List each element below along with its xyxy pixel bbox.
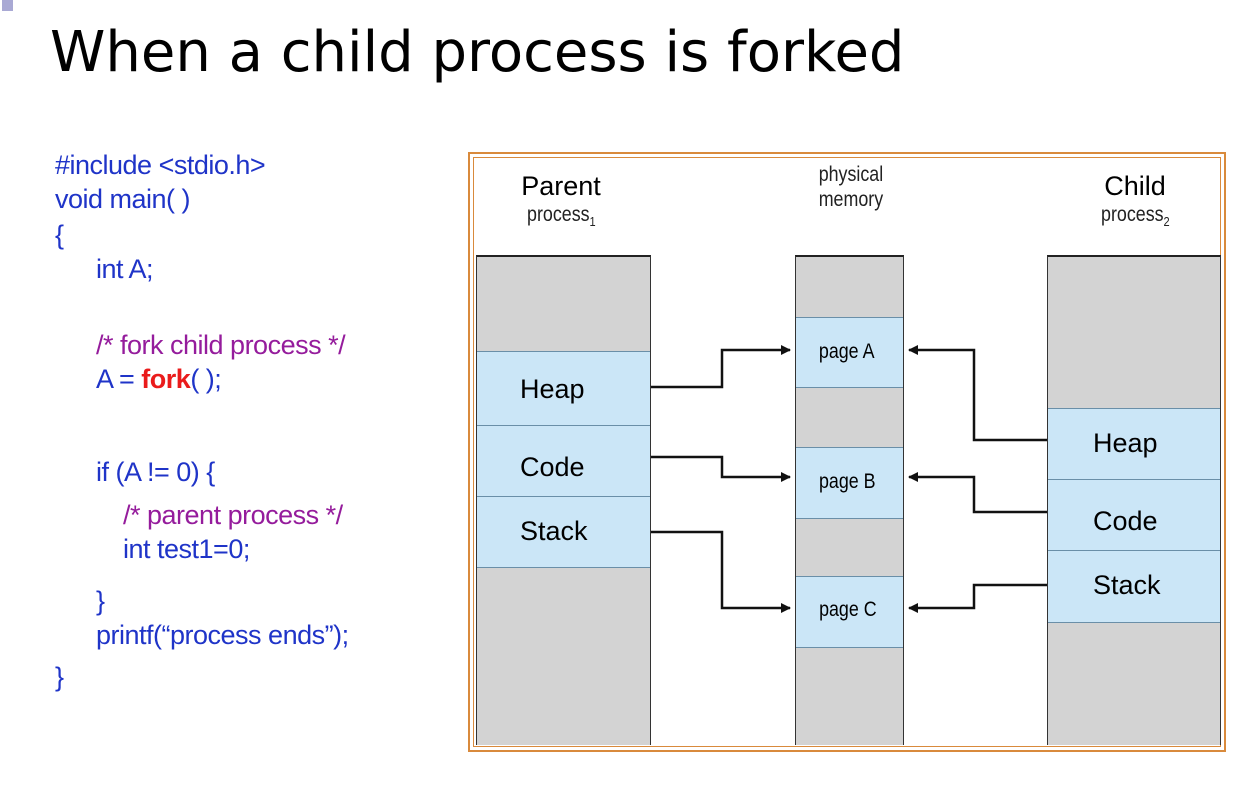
parent-code-label: Code bbox=[520, 452, 585, 482]
parent-stack-segment bbox=[477, 496, 650, 568]
page-a-label: page A bbox=[818, 340, 875, 363]
child-title: Child bbox=[1104, 171, 1166, 201]
code-line-printf: printf(“process ends”); bbox=[96, 620, 349, 650]
page-c-frame bbox=[796, 576, 903, 648]
child-code-label: Code bbox=[1093, 506, 1158, 536]
slide-bullet bbox=[2, 0, 13, 11]
code-line-include: #include <stdio.h> bbox=[55, 150, 266, 180]
code-line-test1: int test1=0; bbox=[123, 534, 250, 564]
child-stack-label: Stack bbox=[1093, 570, 1161, 600]
parent-heap-segment bbox=[477, 351, 650, 426]
parent-code-segment bbox=[477, 425, 650, 497]
code-line-comment-fork: /* fork child process */ bbox=[96, 330, 346, 360]
parent-heap-to-page-a-arrow bbox=[651, 345, 791, 389]
page-a-frame bbox=[796, 317, 903, 388]
slide-title: When a child process is forked bbox=[50, 20, 905, 85]
parent-header: Parent process1 bbox=[476, 170, 646, 230]
code-line-close-main: } bbox=[55, 662, 64, 692]
child-subtitle: process2 bbox=[1100, 203, 1170, 230]
child-heap-label: Heap bbox=[1093, 428, 1158, 458]
child-code-to-page-b-arrow bbox=[908, 472, 1047, 514]
code-fork-parens: ( ); bbox=[190, 364, 222, 394]
parent-code-to-page-b-arrow bbox=[651, 455, 791, 482]
parent-subtitle: process1 bbox=[526, 203, 596, 230]
page-b-frame bbox=[796, 447, 903, 519]
child-address-space bbox=[1047, 255, 1221, 745]
code-line-if: if (A != 0) { bbox=[96, 457, 215, 487]
parent-address-space bbox=[476, 255, 651, 745]
child-code-segment bbox=[1048, 479, 1220, 551]
parent-stack-to-page-c-arrow bbox=[651, 530, 791, 613]
memory-title-line1: physical bbox=[818, 163, 884, 186]
code-line-main: void main( ) bbox=[55, 184, 191, 214]
parent-title: Parent bbox=[521, 171, 601, 201]
code-line-comment-parent: /* parent process */ bbox=[123, 500, 343, 530]
code-line-fork: A = fork( ); bbox=[96, 362, 222, 396]
child-stack-to-page-c-arrow bbox=[908, 583, 1047, 613]
parent-stack-label: Stack bbox=[520, 516, 588, 546]
code-line-open-brace: { bbox=[55, 220, 64, 250]
page-b-label: page B bbox=[818, 470, 876, 493]
code-line-declare: int A; bbox=[96, 254, 154, 284]
memory-title-line2: memory bbox=[818, 188, 884, 212]
physical-memory bbox=[795, 255, 904, 745]
code-assign: A = bbox=[96, 364, 142, 394]
memory-header: physical memory bbox=[766, 162, 936, 212]
child-header: Child process2 bbox=[1050, 170, 1220, 230]
code-line-close-if: } bbox=[96, 586, 105, 616]
child-stack-segment bbox=[1048, 550, 1220, 623]
parent-heap-label: Heap bbox=[520, 374, 585, 404]
diagram-frame bbox=[468, 152, 1226, 752]
child-heap-to-page-a-arrow bbox=[908, 345, 1047, 442]
code-fork-keyword: fork bbox=[141, 364, 191, 394]
page-c-label: page C bbox=[819, 598, 877, 621]
